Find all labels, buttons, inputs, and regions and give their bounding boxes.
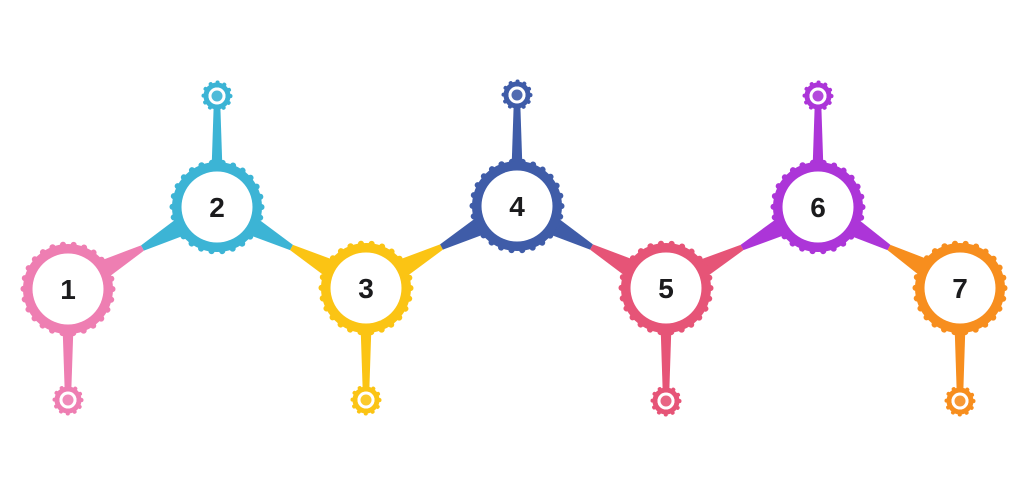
step-face [330, 252, 402, 324]
gear-core [660, 395, 672, 407]
step-node-7: 7 [912, 240, 1008, 336]
gear-core [812, 90, 824, 102]
step-node-4: 4 [469, 158, 565, 254]
gear-icon [52, 384, 84, 416]
step-face [630, 252, 702, 324]
step-node-3: 3 [318, 240, 414, 336]
step-ring [773, 162, 863, 252]
step-number: 5 [658, 273, 674, 304]
step-number: 2 [209, 192, 225, 223]
step-face [32, 253, 104, 325]
connector-5-6 [693, 215, 791, 280]
gear-ring [503, 81, 531, 109]
step-ring [621, 243, 711, 333]
gear-ring [54, 386, 82, 414]
step-number: 1 [60, 274, 76, 305]
stem-1 [62, 325, 74, 400]
gear-icon [944, 385, 976, 417]
gear-icon [650, 385, 682, 417]
stem-5 [660, 324, 672, 401]
gear-icon [501, 79, 533, 111]
gear-core [511, 89, 523, 101]
step-number: 7 [952, 273, 968, 304]
gear-icon [201, 80, 233, 112]
step-node-6: 6 [770, 159, 866, 255]
gear-core [360, 394, 372, 406]
step-node-2: 2 [169, 159, 265, 255]
step-face [924, 252, 996, 324]
stem-2 [211, 96, 223, 171]
step-node-5: 5 [618, 240, 714, 336]
step-ring [472, 161, 562, 251]
step-face [481, 170, 553, 242]
step-ring [172, 162, 262, 252]
step-number: 3 [358, 273, 374, 304]
gear-ring [203, 82, 231, 110]
step-face [782, 171, 854, 243]
stem-7 [954, 324, 966, 401]
step-number: 4 [509, 191, 525, 222]
gear-core [211, 90, 223, 102]
stem-3 [360, 324, 372, 400]
step-face [181, 171, 253, 243]
step-ring [23, 244, 113, 334]
gear-core [954, 395, 966, 407]
stem-6 [812, 96, 824, 171]
step-ring [321, 243, 411, 333]
step-number: 6 [810, 192, 826, 223]
gear-ring [804, 82, 832, 110]
gear-ring [946, 387, 974, 415]
gear-ring [652, 387, 680, 415]
gear-core [62, 394, 74, 406]
gear-icon [350, 384, 382, 416]
step-ring [915, 243, 1005, 333]
gear-icon [802, 80, 834, 112]
step-node-1: 1 [20, 241, 116, 337]
stem-4 [511, 95, 523, 170]
gear-ring [352, 386, 380, 414]
